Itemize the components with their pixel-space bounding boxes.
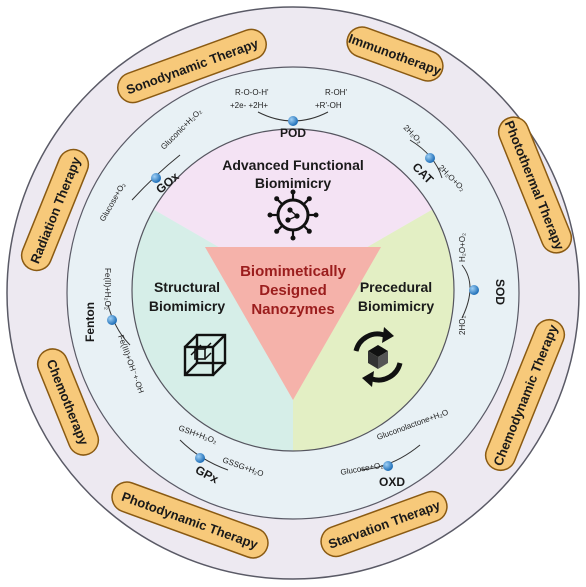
enzyme-dots bbox=[107, 116, 479, 471]
sector-left-title-line-2: Biomimicry bbox=[149, 298, 225, 314]
oxd-dot bbox=[383, 461, 393, 471]
virus-nanoparticle-icon bbox=[267, 189, 319, 241]
sod-reaction-2: 2HO₂ bbox=[458, 315, 467, 335]
fenton-dot bbox=[107, 315, 117, 325]
gpx-dot bbox=[195, 453, 205, 463]
pod-reaction-2: +2e- +2H+ bbox=[230, 101, 268, 110]
sector-left-title-line-1: Structural bbox=[154, 279, 220, 295]
enzyme-oxd-label: OXD bbox=[379, 475, 405, 489]
sector-top-title-line-1: Advanced Functional bbox=[222, 157, 364, 173]
enzyme-pod-label: POD bbox=[280, 126, 306, 140]
pod-reaction-4: +R'-OH bbox=[315, 101, 342, 110]
enzyme-fenton-label: Fenton bbox=[83, 302, 97, 342]
center-title-line-1: Biomimetically bbox=[240, 263, 347, 280]
gox-dot bbox=[151, 173, 161, 183]
cycle-arrows-cube-icon bbox=[353, 327, 403, 387]
pod-dot bbox=[288, 116, 298, 126]
sod-dot bbox=[469, 285, 479, 295]
sod-reaction-1: H₂O+O₂ bbox=[458, 233, 467, 262]
sector-top-title-line-2: Biomimicry bbox=[255, 175, 331, 191]
fenton-connector bbox=[107, 304, 131, 346]
enzyme-sod-label: SOD bbox=[493, 279, 507, 305]
sector-right-title-line-2: Biomimicry bbox=[358, 298, 434, 314]
center-title-line-3: Nanozymes bbox=[251, 301, 334, 318]
inner-circle-outline bbox=[131, 128, 455, 452]
inner-disc bbox=[131, 128, 455, 452]
lattice-cube-icon bbox=[183, 333, 227, 377]
center-title-line-2: Designed bbox=[259, 282, 327, 299]
sector-top-bg bbox=[153, 129, 433, 290]
cat-dot bbox=[425, 153, 435, 163]
pod-reaction-1: R-O-O-H' bbox=[235, 88, 269, 97]
center-triangle bbox=[205, 247, 381, 400]
pod-reaction-3: R-OH' bbox=[325, 88, 347, 97]
sector-right-title-line-1: Precedural bbox=[360, 279, 432, 295]
fenton-reaction-1: Fe(II)+H₂O₂ bbox=[103, 268, 112, 310]
